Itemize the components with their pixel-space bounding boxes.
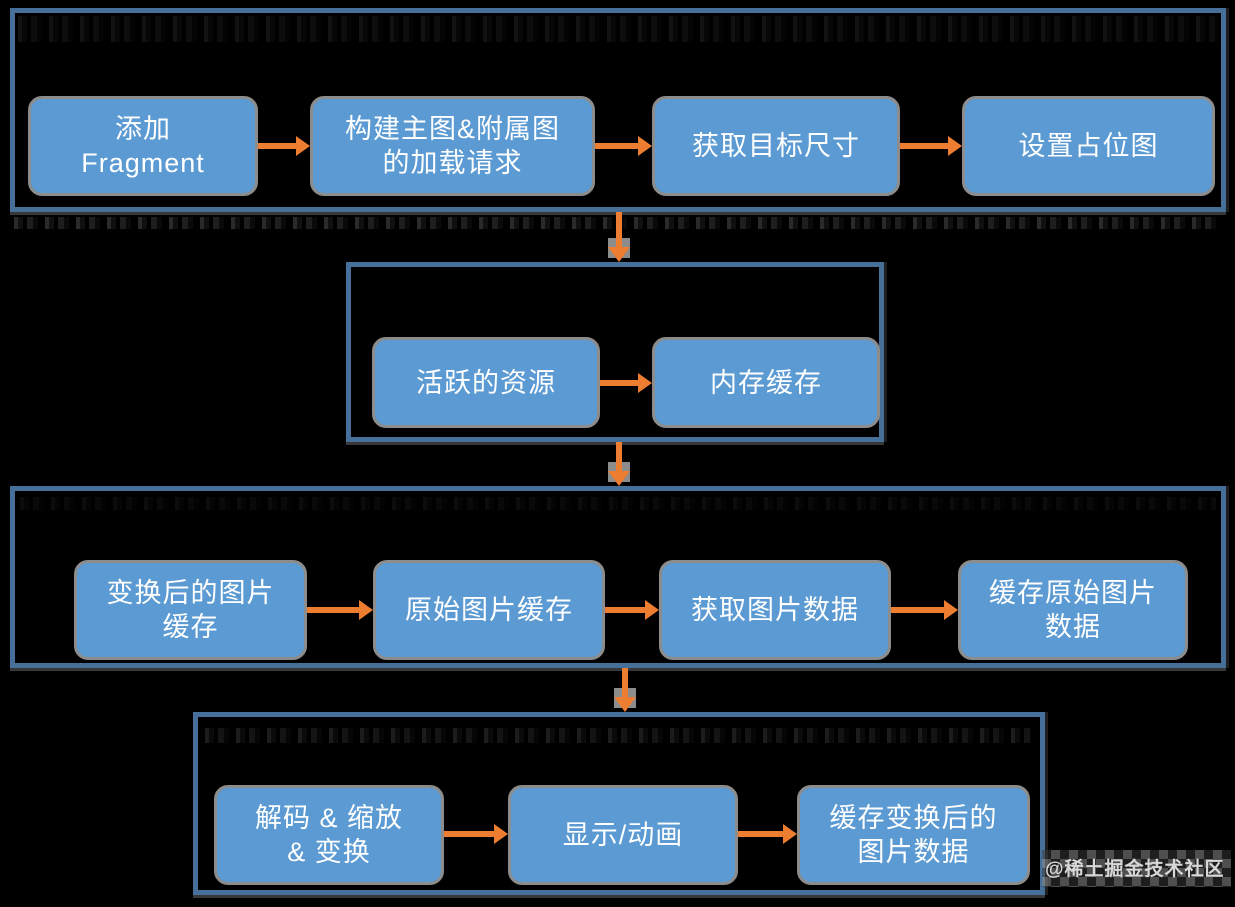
arrow-down-icon xyxy=(607,442,631,486)
arrow-shaft xyxy=(891,607,945,613)
watermark-strip xyxy=(20,497,1216,510)
node-label: 变换后的图片 缓存 xyxy=(106,578,275,642)
arrow-shaft xyxy=(258,143,297,149)
node-set-placeholder: 设置占位图 xyxy=(962,96,1215,196)
arrow-head xyxy=(783,824,797,844)
node-label: 内存缓存 xyxy=(710,367,822,398)
arrow-head xyxy=(638,373,652,393)
node-display-animation: 显示/动画 xyxy=(508,785,738,885)
arrow-head xyxy=(614,697,636,712)
node-label: 构建主图&附属图 的加载请求 xyxy=(344,114,560,178)
node-label: 获取图片数据 xyxy=(691,595,859,625)
node-transformed-image-cache: 变换后的图片 缓存 xyxy=(74,560,307,660)
arrow-head xyxy=(494,824,508,844)
section-memory-cache xyxy=(346,262,884,442)
node-label: 设置占位图 xyxy=(1018,131,1159,161)
node-label: 原始图片缓存 xyxy=(405,595,573,625)
arrow-shaft xyxy=(600,380,639,386)
arrow-head xyxy=(608,471,630,486)
arrow-head xyxy=(944,600,958,620)
arrow-shaft xyxy=(738,831,784,837)
arrow-right-icon xyxy=(595,136,652,156)
node-label: 活跃的资源 xyxy=(416,367,556,398)
arrow-shaft xyxy=(616,212,622,249)
watermark-badge: @稀土掘金技术社区 xyxy=(1042,850,1231,887)
arrow-right-icon xyxy=(738,824,797,844)
node-label: 显示/动画 xyxy=(562,820,684,850)
section-decode-display xyxy=(193,712,1045,895)
node-label: 添加 Fragment xyxy=(81,114,205,178)
arrow-shaft xyxy=(595,143,639,149)
node-label: 缓存变换后的 图片数据 xyxy=(829,803,998,867)
node-label: 解码 & 缩放 & 变换 xyxy=(254,803,403,867)
arrow-head xyxy=(359,600,373,620)
watermark-strip xyxy=(205,728,1031,743)
node-decode-scale-transform: 解码 & 缩放 & 变换 xyxy=(214,785,444,885)
arrow-right-icon xyxy=(258,136,310,156)
arrow-right-icon xyxy=(605,600,659,620)
arrow-shaft xyxy=(616,442,622,473)
arrow-head xyxy=(638,136,652,156)
arrow-right-icon xyxy=(900,136,962,156)
section-disk-cache xyxy=(10,486,1226,668)
arrow-shaft xyxy=(900,143,949,149)
node-build-load-requests: 构建主图&附属图 的加载请求 xyxy=(310,96,595,196)
watermark-strip xyxy=(18,16,1218,42)
node-source-image-cache: 原始图片缓存 xyxy=(373,560,605,660)
arrow-shaft xyxy=(444,831,495,837)
node-cache-source-data: 缓存原始图片 数据 xyxy=(958,560,1188,660)
arrow-down-icon xyxy=(607,212,631,262)
section-request-building xyxy=(10,8,1226,212)
node-get-target-size: 获取目标尺寸 xyxy=(652,96,900,196)
arrow-shaft xyxy=(605,607,646,613)
node-fetch-image-data: 获取图片数据 xyxy=(659,560,891,660)
arrow-shaft xyxy=(622,668,628,699)
node-label: 缓存原始图片 数据 xyxy=(989,578,1157,642)
arrow-right-icon xyxy=(600,373,652,393)
arrow-head xyxy=(645,600,659,620)
arrow-head xyxy=(608,247,630,262)
arrow-head xyxy=(948,136,962,156)
arrow-head xyxy=(296,136,310,156)
node-active-resources: 活跃的资源 xyxy=(372,337,600,428)
arrow-shaft xyxy=(307,607,360,613)
node-label: 获取目标尺寸 xyxy=(692,131,860,161)
node-cache-transformed-data: 缓存变换后的 图片数据 xyxy=(797,785,1030,885)
arrow-down-icon xyxy=(613,668,637,712)
node-add-fragment: 添加 Fragment xyxy=(28,96,258,196)
arrow-right-icon xyxy=(444,824,508,844)
node-memory-cache: 内存缓存 xyxy=(652,337,880,428)
arrow-right-icon xyxy=(891,600,958,620)
arrow-right-icon xyxy=(307,600,373,620)
